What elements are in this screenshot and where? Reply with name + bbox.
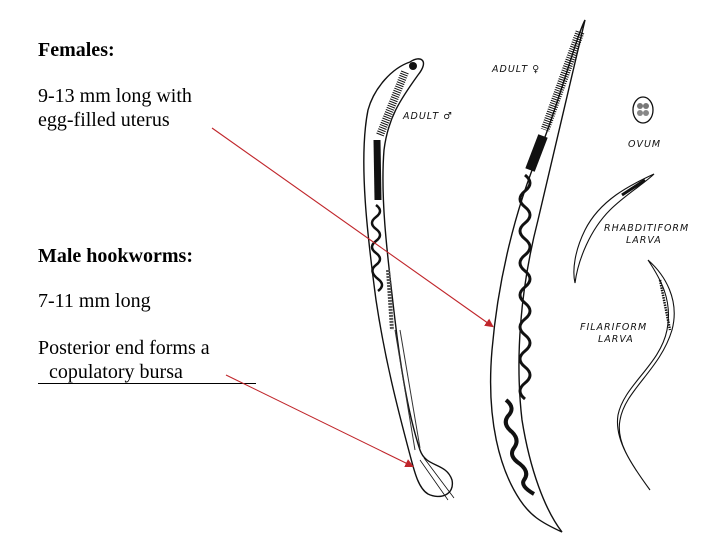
copulatory-bursa-arrow: [225, 374, 414, 468]
label-adult-male: ADULT ♂: [402, 111, 453, 122]
label-adult-female: ADULT ♀: [491, 64, 540, 75]
males-posterior: Posterior end forms a: [38, 337, 210, 359]
label-ovum: OVUM: [628, 139, 661, 150]
females-uterus: egg-filled uterus: [38, 109, 170, 131]
males-length: 7-11 mm long: [38, 290, 151, 312]
adult-male-worm: [363, 58, 455, 501]
female-uterus-arrow: [211, 127, 494, 328]
rhabditiform-larva: [573, 173, 655, 284]
label-filariform-1: FILARIFORM: [580, 322, 647, 333]
label-rhabditiform-2: LARVA: [626, 235, 662, 246]
ovum-egg: [632, 96, 654, 124]
filariform-larva: [616, 259, 675, 491]
males-bursa: copulatory bursa: [49, 361, 183, 383]
label-rhabditiform-1: RHABDITIFORM: [604, 223, 689, 234]
females-length: 9-13 mm long with: [38, 85, 192, 107]
males-heading: Male hookworms:: [38, 245, 193, 267]
label-filariform-2: LARVA: [598, 334, 634, 345]
females-heading: Females:: [38, 39, 115, 61]
bursa-underline: [38, 383, 256, 384]
adult-female-worm: [489, 19, 586, 533]
